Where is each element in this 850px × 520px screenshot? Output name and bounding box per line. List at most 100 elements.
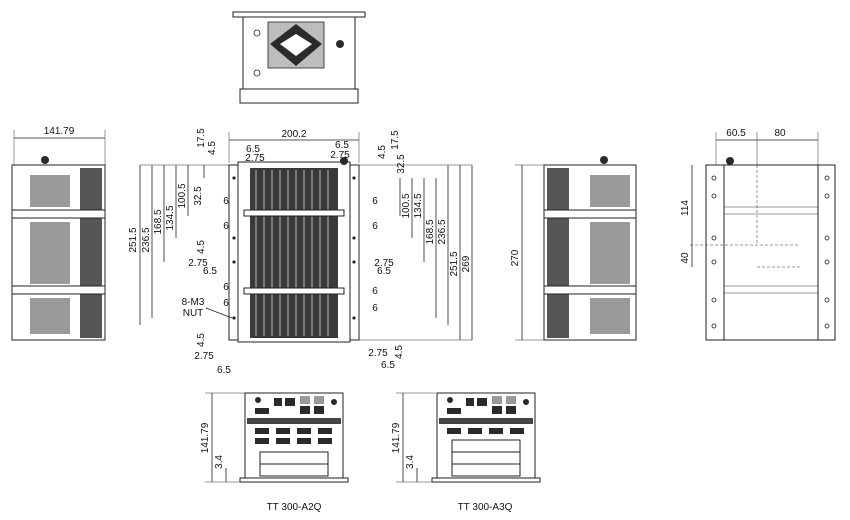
dim-269: 269 (461, 255, 472, 272)
dim-6-l3: 6 (223, 282, 229, 293)
front-rail-2 (243, 287, 345, 295)
a3q-slot-1 (451, 439, 521, 453)
dim-17-5-b: 17.5 (390, 130, 401, 150)
dim-200-2: 200.2 (281, 129, 306, 140)
dim-4-5-a: 4.5 (207, 141, 218, 155)
nut-label-line2: NUT (183, 308, 204, 319)
dim-141-79-b: 141.79 (391, 422, 402, 453)
dim-6-r4: 6 (372, 303, 378, 314)
dim-134-5-a: 134.5 (165, 205, 176, 230)
nut-label-line1: 8-M3 (182, 297, 205, 308)
right-side-rail-1 (543, 209, 637, 219)
dim-168-5-a: 168.5 (153, 209, 164, 234)
dim-251-5-b: 251.5 (449, 251, 460, 276)
front-bracket-right (349, 164, 360, 341)
dim-32-5-a: 32.5 (193, 186, 204, 206)
dim-4-5-c: 4.5 (196, 240, 207, 254)
top-view-screw-1 (253, 29, 261, 37)
dim-6-r3: 6 (372, 286, 378, 297)
left-side-view: 141.79 (11, 126, 106, 341)
caption-a3q: TT 300-A3Q (458, 502, 513, 513)
a3q-slot-2 (451, 451, 521, 465)
right-side-rail-2 (543, 285, 637, 295)
front-fins (255, 170, 329, 336)
rear-knob (726, 157, 734, 165)
dim-251-5-a: 251.5 (128, 227, 139, 252)
dim-6-r1: 6 (372, 196, 378, 207)
left-side-heatsink (80, 168, 102, 338)
dim-3-4-b: 3.4 (405, 455, 416, 469)
a2q-slot-1 (259, 451, 329, 465)
a3q-base (431, 477, 541, 483)
right-side-vent-bottom (590, 298, 630, 334)
rear-view: 60.5 80 114 40 (680, 128, 836, 341)
dim-2-75-e: 2.75 (374, 258, 394, 269)
front-bracket-left (228, 164, 239, 341)
dim-17-5-a: 17.5 (196, 128, 207, 148)
top-view-bottom-fins (239, 88, 359, 104)
dim-6-5-e: 6.5 (377, 266, 391, 277)
dim-270: 270 (510, 249, 521, 266)
rear-inner-frame (723, 164, 819, 341)
dim-4-5-d: 4.5 (196, 333, 207, 347)
a3q-slot-3 (451, 463, 521, 477)
dim-6-5-f: 6.5 (381, 360, 395, 371)
dim-2-75-f: 2.75 (368, 348, 388, 359)
front-panel-a2q: 141.79 3.4 TT 300-A2Q (200, 392, 349, 513)
front-heatsink (250, 168, 338, 338)
dim-134-5-b: 134.5 (413, 193, 424, 218)
right-side-knob (600, 156, 608, 164)
dim-114: 114 (680, 200, 691, 216)
left-side-vent-top (30, 175, 70, 207)
dim-6-5-b: 6.5 (335, 140, 349, 151)
dim-6-5-c: 6.5 (203, 266, 217, 277)
dim-6-r2: 6 (372, 221, 378, 232)
dim-6-l2: 6 (223, 221, 229, 232)
dim-60-5: 60.5 (726, 128, 746, 139)
left-side-rail-1 (11, 209, 106, 219)
dim-80: 80 (774, 128, 786, 139)
dim-32-5-b: 32.5 (396, 154, 407, 174)
dim-236-5-b: 236.5 (437, 219, 448, 244)
top-view-knob (336, 40, 344, 48)
dim-3-4-a: 3.4 (214, 455, 225, 469)
dim-6-5-a: 6.5 (246, 144, 260, 155)
right-side-view: 270 (510, 156, 637, 341)
front-mount-view: 200.2 17.5 4.5 6.5 2.75 6.5 2.75 4.5 17.… (128, 128, 473, 376)
dim-4-5-b: 4.5 (377, 145, 388, 159)
dim-100-5-b: 100.5 (401, 193, 412, 218)
dim-141-79-a: 141.79 (200, 422, 211, 453)
top-view (232, 11, 366, 104)
nut-leader-line (205, 307, 233, 319)
right-side-heatsink (547, 168, 569, 338)
dim-236-5-a: 236.5 (141, 227, 152, 252)
dim-6-l4: 6 (223, 298, 229, 309)
left-side-vent-bottom (30, 298, 70, 334)
dim-2-75-b: 2.75 (330, 150, 350, 161)
dim-4-5-f: 4.5 (394, 345, 405, 359)
top-view-flange (232, 11, 366, 18)
dim-2-75-d: 2.75 (194, 351, 214, 362)
dim-168-5-b: 168.5 (425, 219, 436, 244)
right-side-vent-top (590, 175, 630, 207)
top-view-logo-inner (280, 34, 312, 56)
front-knob (340, 157, 348, 165)
top-view-screw-2 (253, 69, 261, 77)
left-side-knob (41, 156, 49, 164)
caption-a2q: TT 300-A2Q (267, 502, 322, 513)
dim-2-75-a: 2.75 (245, 153, 265, 164)
a2q-slot-2 (259, 463, 329, 477)
a2q-base (239, 477, 349, 483)
left-side-vent-mid (30, 222, 70, 284)
right-side-vent-mid (590, 222, 630, 284)
dim-141-79-left: 141.79 (44, 126, 75, 137)
front-rail-1 (243, 209, 345, 217)
left-side-rail-2 (11, 285, 106, 295)
dim-6-5-d: 6.5 (217, 365, 231, 376)
dim-6-l1: 6 (223, 196, 229, 207)
dim-40: 40 (680, 252, 691, 264)
dim-2-75-c: 2.75 (188, 258, 208, 269)
dim-100-5-a: 100.5 (177, 183, 188, 208)
